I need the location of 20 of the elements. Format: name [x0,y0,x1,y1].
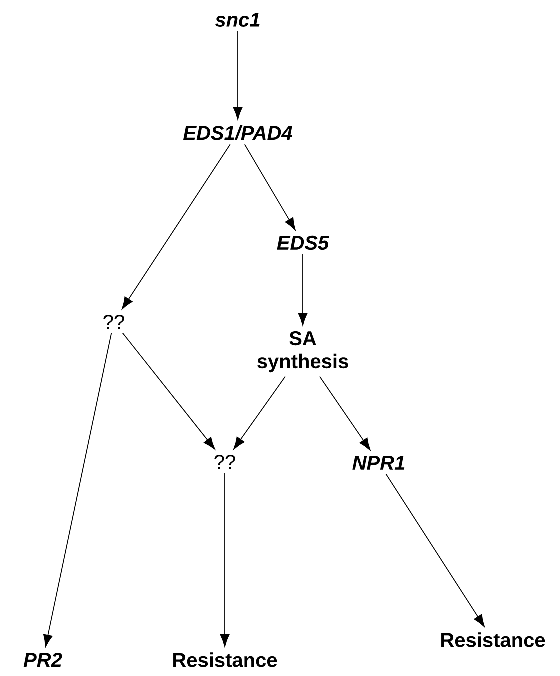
arrow [220,472,230,647]
gene-label: NPR1 [352,456,405,470]
arrow [122,144,231,310]
unknown-label: ?? [104,315,124,329]
outcome-label: Resistance [174,652,278,668]
gene-label: PR2 [24,653,62,667]
gene-label: EDS1/PAD4 [184,126,292,140]
unknown-label: ?? [214,455,236,469]
gene-label: snc1 [215,13,260,27]
arrow [244,144,296,230]
arrow [234,376,286,450]
arrow [44,332,112,648]
arrow [386,474,485,628]
process-label: SA synthesis [258,331,348,373]
outcome-label: Resistance [442,632,546,648]
arrow [298,254,308,326]
arrow [233,30,243,120]
gene-label: EDS5 [277,236,330,250]
arrow [319,376,371,451]
arrow [122,332,216,450]
